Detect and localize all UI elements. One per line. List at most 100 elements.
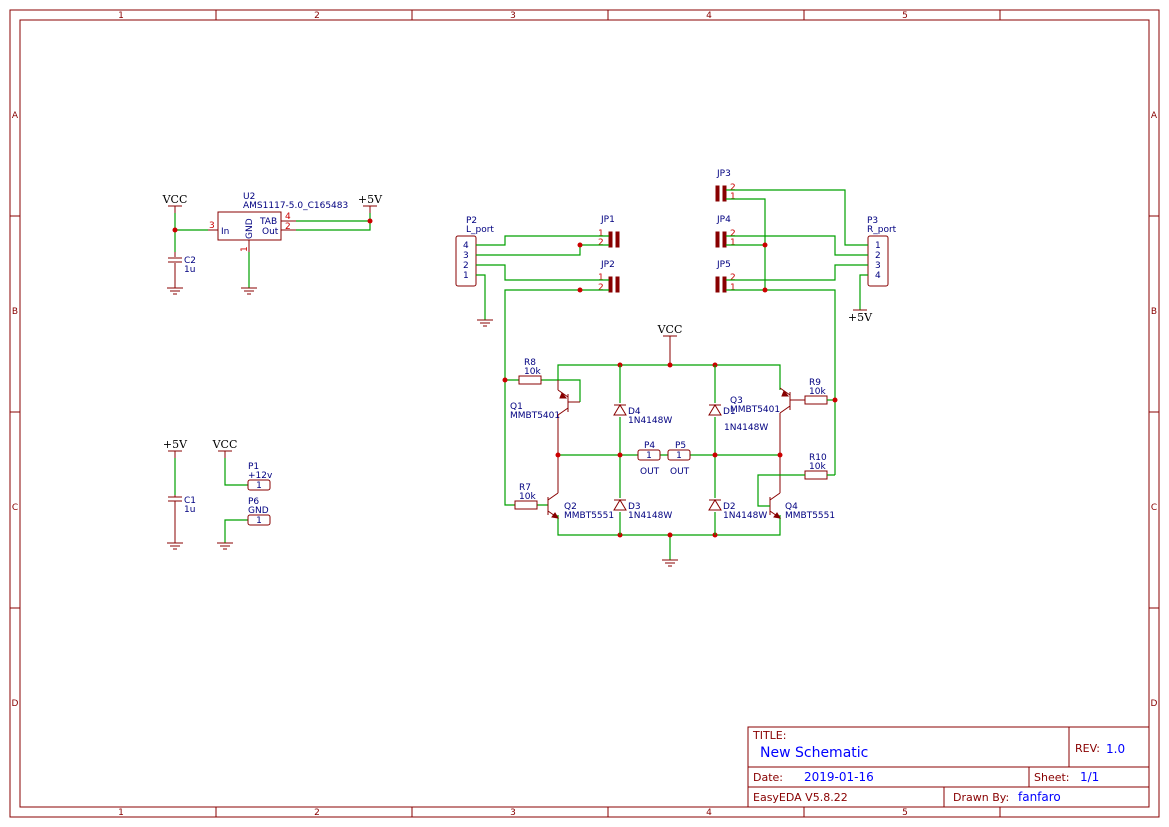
r8-value: 10k (524, 367, 541, 377)
q1-value: MMBT5401 (510, 411, 560, 421)
u2-pin-out: Out (262, 227, 279, 237)
p3-pin: 2 (875, 251, 881, 261)
date-label: Date: (753, 771, 783, 784)
q1-ref: Q1 (510, 402, 523, 412)
r10-value: 10k (809, 462, 826, 472)
u2-pin-number: 2 (285, 222, 291, 232)
column-label: 5 (902, 808, 908, 818)
plus5v-net-label: +5V (358, 193, 383, 206)
column-label: 1 (118, 11, 124, 21)
junction (577, 287, 583, 293)
d1-value: 1N4148W (724, 423, 768, 433)
jp5-pin-number: 2 (730, 273, 736, 283)
jp4-ref: JP4 (716, 215, 731, 225)
jp2-pin-number: 2 (598, 283, 604, 293)
jp3-pin-number: 1 (730, 192, 736, 202)
p2-pin: 4 (463, 241, 469, 251)
resistor-r8: R8 10k (518, 358, 542, 385)
p2-value: L_port (466, 225, 494, 235)
connector-p2: P2 L_port 4 3 2 1 (455, 216, 494, 287)
resistor-r10: R10 10k (804, 453, 828, 480)
u2-pin-tab: TAB (259, 217, 277, 227)
p6-pin: 1 (256, 516, 262, 526)
r10-ref: R10 (809, 453, 827, 463)
transistor-q2: Q2 MMBT5551 (547, 455, 614, 521)
plus5v-power-flag: +5V (848, 309, 873, 324)
junction (667, 362, 673, 368)
r7-value: 10k (519, 492, 536, 502)
u2-pin-gnd: GND (245, 218, 255, 239)
p5-pin: 1 (676, 451, 682, 461)
junction (577, 242, 583, 248)
c1-value: 1u (184, 505, 195, 515)
jumper-jp4: JP4 2 1 (715, 215, 736, 248)
ground-symbol (662, 559, 678, 567)
rev-value: 1.0 (1106, 742, 1125, 756)
c1-ref: C1 (184, 496, 196, 506)
p2-pin: 1 (463, 271, 469, 281)
diode-d4: D4 1N4148W (613, 404, 672, 426)
junction (667, 532, 673, 538)
column-label: 3 (510, 11, 516, 21)
jp5-pin-number: 1 (730, 283, 736, 293)
u2-pin-number: 4 (285, 212, 291, 222)
row-label: C (1151, 503, 1157, 513)
tool-version: EasyEDA V5.8.22 (753, 791, 848, 804)
resistor-r9: R9 10k (804, 378, 828, 405)
p2-pin: 3 (463, 251, 469, 261)
column-label: 5 (902, 11, 908, 21)
d1-ref: D1 (723, 407, 736, 417)
ground-symbol (167, 287, 183, 295)
p6-ref: P6 (248, 497, 259, 507)
junction (555, 452, 561, 458)
port-section: P2 L_port 4 3 2 1 P3 R_port 1 2 3 4 JP1 … (455, 169, 897, 475)
p4-pin: 1 (646, 451, 652, 461)
connector-p3: P3 R_port 1 2 3 4 (867, 216, 897, 287)
row-label: B (12, 307, 18, 317)
q2-ref: Q2 (564, 502, 577, 512)
u2-pin-number: 1 (240, 246, 250, 252)
vcc-net-label: VCC (162, 193, 188, 206)
schematic-title: New Schematic (760, 745, 868, 761)
jp5-ref: JP5 (716, 260, 731, 270)
jp3-pin-number: 2 (730, 183, 736, 193)
drawing-frame: 1 2 3 4 5 1 2 3 4 5 A B C D A B C D (9, 9, 1160, 818)
vcc-net-label: VCC (212, 438, 238, 451)
jp1-pin-number: 2 (598, 238, 604, 248)
connector-p5: 1 P5 OUT (667, 441, 691, 477)
column-label: 1 (118, 808, 124, 818)
rev-label: REV: (1075, 742, 1100, 755)
d3-ref: D3 (628, 502, 641, 512)
vcc-power-flag: VCC (212, 438, 238, 458)
jp1-pin-number: 1 (598, 229, 604, 239)
transistor-q3: Q3 MMBT5401 (730, 387, 805, 455)
plus5v-net-label: +5V (848, 311, 873, 324)
ground-symbol (217, 542, 233, 550)
ground-symbol (241, 287, 257, 295)
row-label: B (1151, 307, 1157, 317)
vcc-net-label: VCC (657, 323, 683, 336)
column-label: 4 (706, 808, 712, 818)
p3-value: R_port (867, 225, 897, 235)
power-input-section: +5V C1 1u VCC 1 P1 +12v (163, 438, 273, 550)
q4-value: MMBT5551 (785, 511, 835, 521)
sheet-value: 1/1 (1080, 770, 1099, 784)
u2-pin-in: In (221, 227, 229, 237)
d2-value: 1N4148W (723, 511, 767, 521)
diode-d2: D2 1N4148W (708, 499, 767, 521)
junction (617, 452, 623, 458)
vcc-power-flag: VCC (162, 193, 188, 213)
junction (367, 218, 373, 224)
d4-ref: D4 (628, 407, 641, 417)
p4-ref: P4 (644, 441, 655, 451)
plus5v-net-label: +5V (163, 438, 188, 451)
jp4-pin-number: 2 (730, 229, 736, 239)
driver-section: VCC R8 10k R7 10k (502, 323, 838, 567)
drawn-by-label: Drawn By: (953, 791, 1009, 804)
column-label: 2 (314, 11, 320, 21)
p3-pin: 3 (875, 261, 881, 271)
column-label: 4 (706, 11, 712, 21)
p3-pin: 1 (875, 241, 881, 251)
capacitor-c1: C1 1u (168, 495, 196, 543)
jp4-pin-number: 1 (730, 238, 736, 248)
